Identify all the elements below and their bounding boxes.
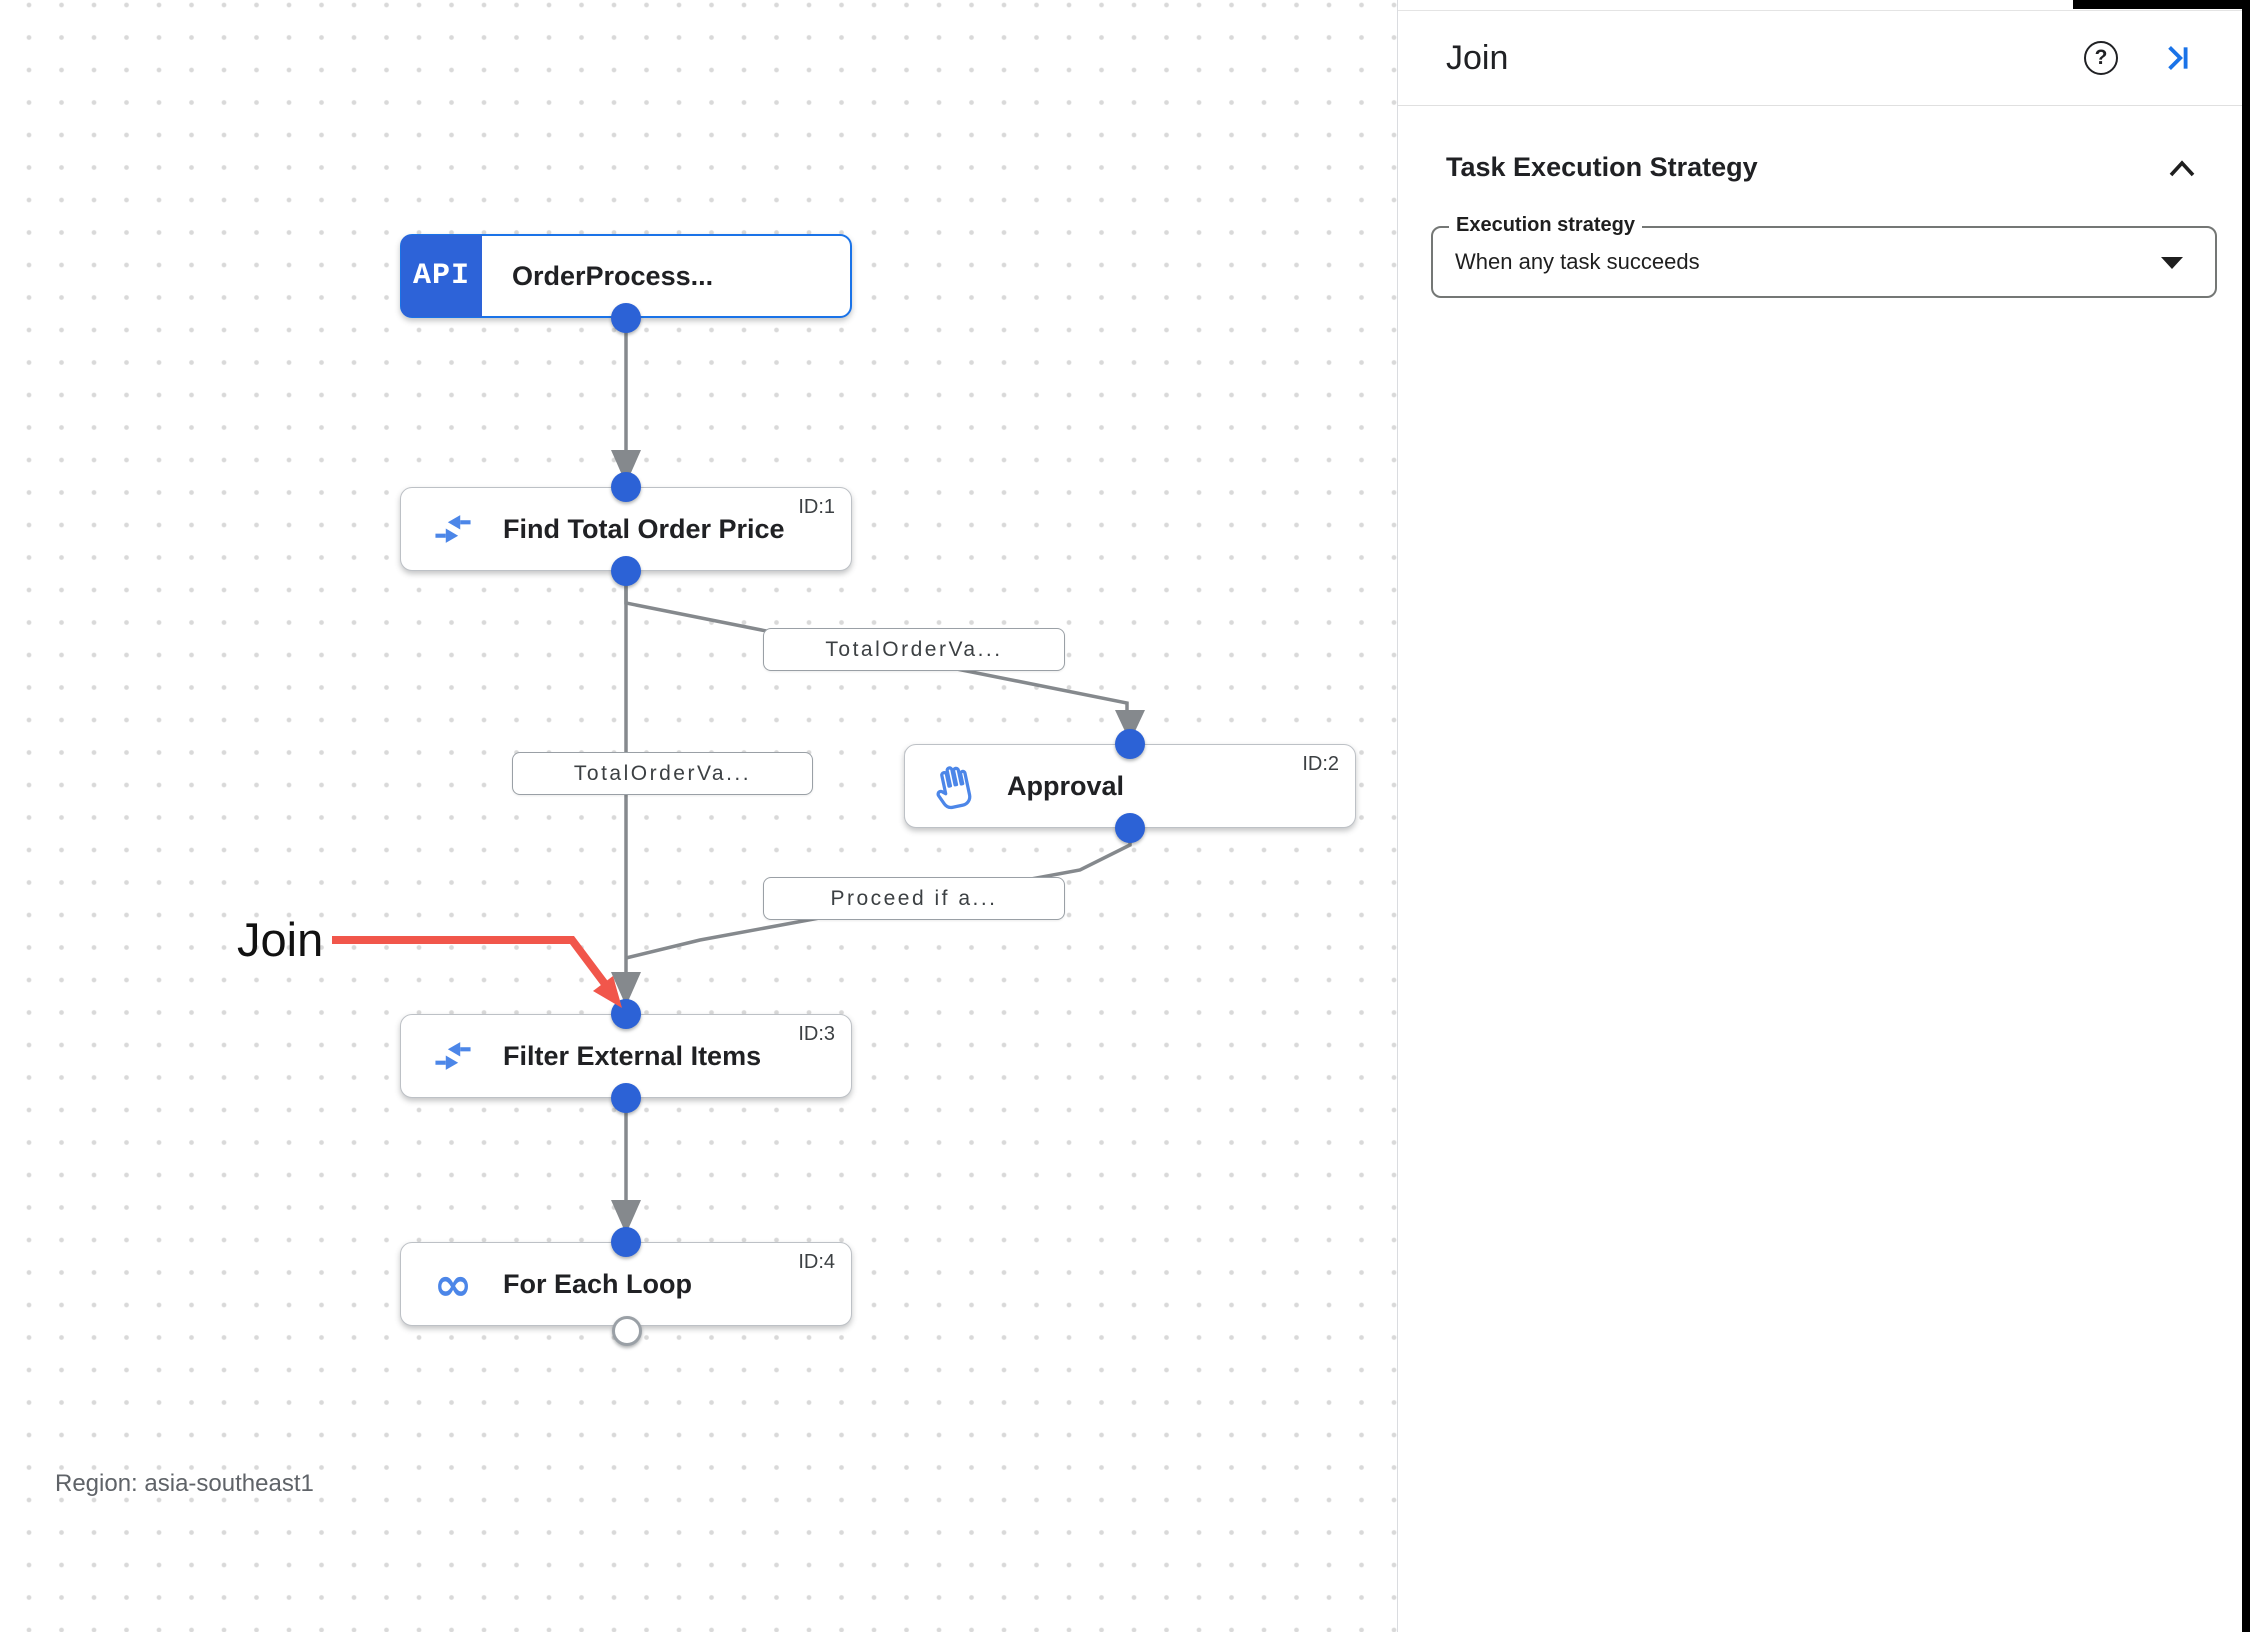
task-execution-strategy-section[interactable]: Task Execution Strategy (1446, 152, 2198, 183)
panel-title: Join (1446, 38, 1509, 77)
annotation-arrow-line (332, 936, 609, 987)
connector-dot-output[interactable] (612, 1316, 642, 1346)
panel-header: Join ? (1398, 11, 2242, 106)
hand-icon (933, 762, 981, 810)
connector-dot[interactable] (611, 472, 641, 502)
right-edge-black-strip (2242, 0, 2250, 1632)
help-icon[interactable]: ? (2084, 41, 2118, 75)
connector-dot[interactable] (611, 303, 641, 333)
workflow-canvas[interactable]: TotalOrderVa... TotalOrderVa... Proceed … (0, 0, 1397, 1632)
api-trigger-icon: API (401, 235, 482, 317)
connector-dot[interactable] (611, 1083, 641, 1113)
node-id-badge: ID:4 (798, 1251, 835, 1273)
region-label: Region: asia-southeast1 (55, 1470, 314, 1497)
data-mapping-icon (429, 1040, 477, 1072)
collapse-panel-icon[interactable] (2160, 42, 2192, 74)
annotation-join-label: Join (237, 913, 324, 966)
execution-strategy-select[interactable]: Execution strategy When any task succeed… (1431, 214, 2217, 298)
node-title: For Each Loop (503, 1268, 692, 1299)
chevron-up-icon[interactable] (2166, 157, 2198, 179)
edge-label-proceed-if[interactable]: Proceed if a... (763, 877, 1065, 920)
connector-dot[interactable] (1115, 729, 1145, 759)
top-edge-black-strip (2073, 0, 2250, 9)
node-id-badge: ID:3 (798, 1023, 835, 1045)
node-id-badge: ID:1 (798, 496, 835, 518)
node-title: Approval (1007, 770, 1125, 801)
edge-label-totalordervalue-left[interactable]: TotalOrderVa... (512, 752, 813, 795)
node-title: Filter External Items (503, 1040, 762, 1071)
connector-dot[interactable] (611, 556, 641, 586)
node-id-badge: ID:2 (1302, 753, 1339, 775)
config-side-panel: Join ? Task Execution Strategy Execution… (1397, 0, 2242, 1632)
connector-dot-join-point[interactable] (611, 999, 641, 1029)
section-title: Task Execution Strategy (1446, 152, 1758, 182)
node-title: OrderProcess... (512, 260, 714, 291)
loop-icon: ∞ (433, 1257, 473, 1311)
connector-dot[interactable] (1115, 813, 1145, 843)
field-label: Execution strategy (1449, 214, 1642, 237)
edge-label-totalordervalue-right[interactable]: TotalOrderVa... (763, 628, 1065, 671)
connector-dot[interactable] (611, 1227, 641, 1257)
node-title: Find Total Order Price (503, 513, 785, 544)
panel-top-divider (1398, 10, 2242, 11)
data-mapping-icon (429, 513, 477, 545)
field-value: When any task succeeds (1455, 249, 1700, 274)
dropdown-caret-icon (2161, 257, 2183, 269)
